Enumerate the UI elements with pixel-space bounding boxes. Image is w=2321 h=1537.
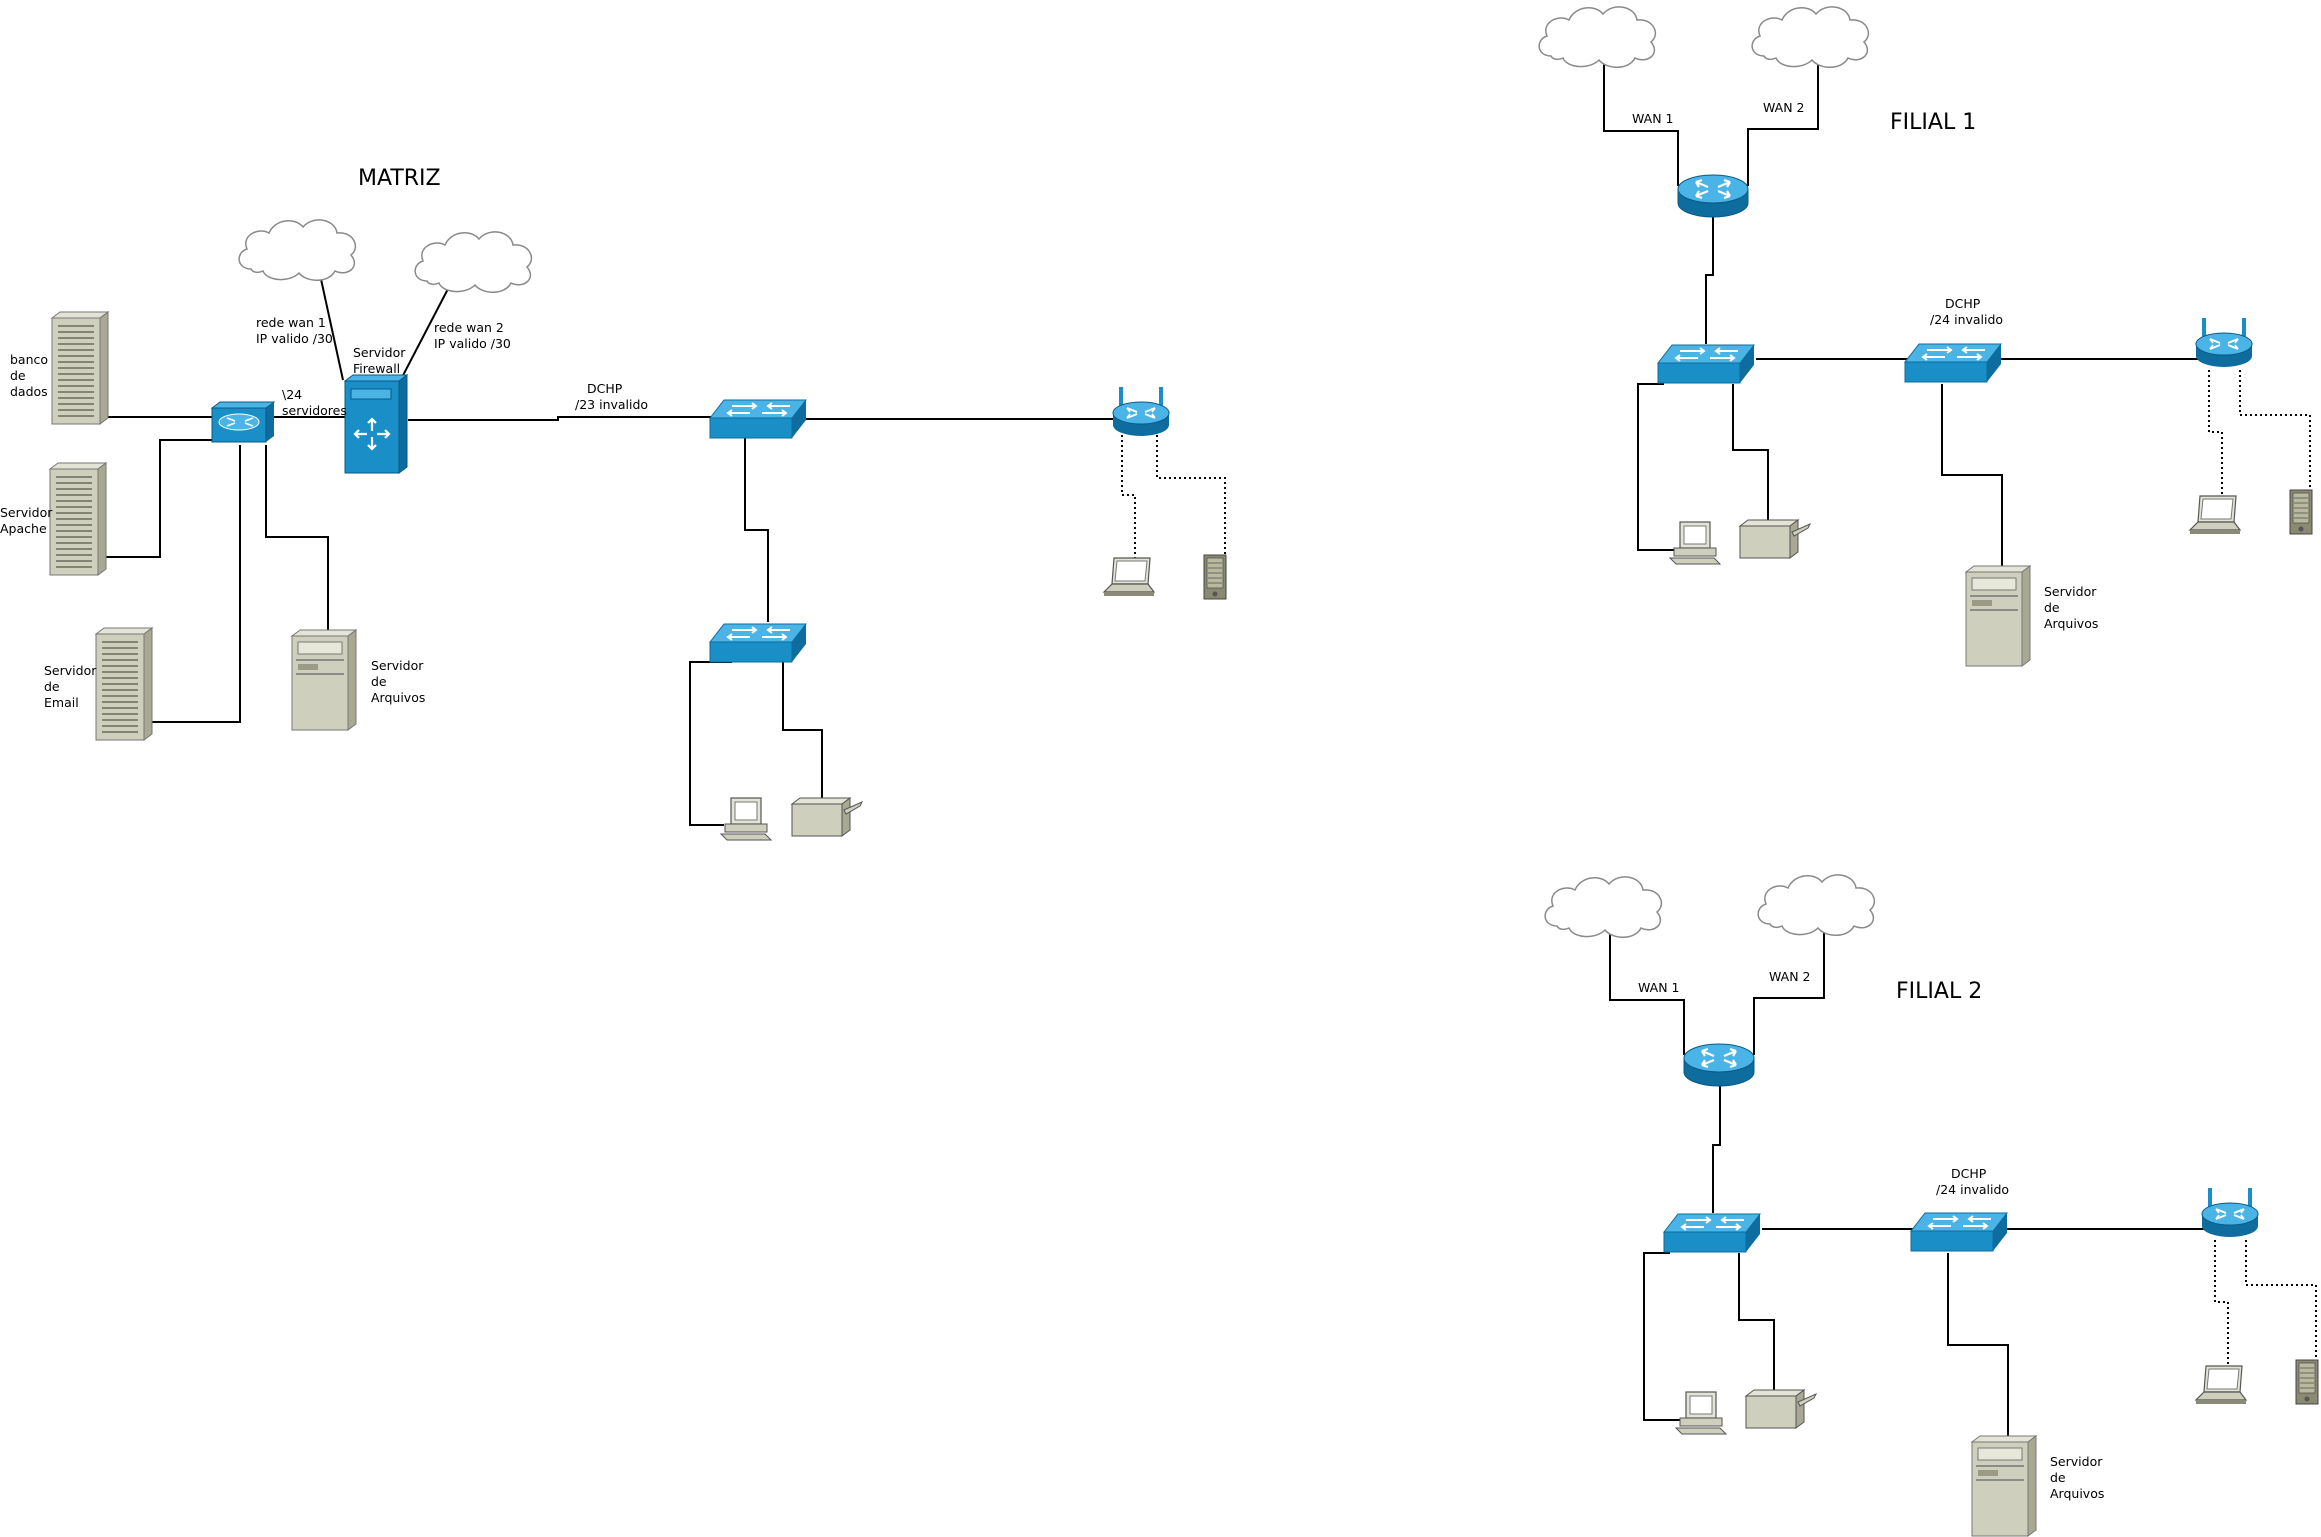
matriz-printer-icon <box>791 797 863 837</box>
filial1-cloud-wan1-icon <box>1538 6 1657 69</box>
filial2-pc-icon <box>1675 1391 1727 1435</box>
filial2-dhcp-label: DCHP /24 invalido <box>1936 1166 2009 1197</box>
filial2-cloud-wan2-icon <box>1757 874 1876 937</box>
matriz-title: MATRIZ <box>358 166 441 191</box>
filial2-pda-icon <box>2295 1359 2319 1405</box>
matriz-file-server-icon <box>291 629 357 731</box>
database-server-label: banco de dados <box>10 352 52 399</box>
filial1-pc-icon <box>1669 521 1721 565</box>
filial2-file-server-label: Servidor de Arquivos <box>2050 1454 2106 1501</box>
database-server-icon <box>51 311 109 425</box>
filial1-switch-a-icon <box>1657 344 1755 384</box>
matriz-switch-secondary-icon <box>709 623 807 663</box>
matriz-site: MATRIZ banco de dados Servidor Apache Se… <box>0 166 1227 841</box>
apache-server-label: Servidor Apache <box>0 505 56 536</box>
filial2-site: FILIAL 2 WAN 1 WAN 2 DCHP /24 invalido S… <box>1544 874 2319 1537</box>
matriz-links <box>105 269 1226 826</box>
filial2-cloud-wan1-icon <box>1544 876 1663 939</box>
filial2-switch-b-icon <box>1910 1212 2008 1252</box>
matriz-wireless-router-icon <box>1112 386 1170 437</box>
filial1-router-icon <box>1676 173 1750 219</box>
filial1-title: FILIAL 1 <box>1890 110 1976 135</box>
filial1-laptop-icon <box>2189 495 2241 535</box>
filial2-switch-a-icon <box>1663 1213 1761 1253</box>
filial1-pda-icon <box>2289 489 2313 535</box>
filial1-file-server-label: Servidor de Arquivos <box>2044 584 2100 631</box>
matriz-switch-main-icon <box>709 399 807 439</box>
matriz-dhcp-label: DCHP /23 invalido <box>575 381 648 412</box>
filial2-router-icon <box>1682 1042 1756 1088</box>
filial1-switch-b-icon <box>1904 343 2002 383</box>
filial2-wireless-router-icon <box>2201 1187 2259 1238</box>
filial1-links <box>1603 62 2311 568</box>
filial2-wan2-label: WAN 2 <box>1769 969 1811 984</box>
server-subnet-label: \24 servidores <box>282 387 347 418</box>
cloud-wan1-icon <box>238 219 357 282</box>
filial2-laptop-icon <box>2195 1365 2247 1405</box>
matriz-pda-icon <box>1203 554 1227 600</box>
filial2-printer-icon <box>1745 1389 1817 1429</box>
filial1-wan1-label: WAN 1 <box>1632 111 1674 126</box>
filial1-wan2-label: WAN 2 <box>1763 100 1805 115</box>
apache-server-icon <box>49 462 107 576</box>
filial2-wan1-label: WAN 1 <box>1638 980 1680 995</box>
matriz-core-router-icon <box>211 401 275 443</box>
filial1-printer-icon <box>1739 519 1811 559</box>
matriz-file-server-label: Servidor de Arquivos <box>371 658 427 705</box>
filial2-file-server-icon <box>1971 1435 2037 1537</box>
firewall-label: Servidor Firewall <box>353 345 409 376</box>
filial2-title: FILIAL 2 <box>1896 979 1982 1004</box>
matriz-pc-icon <box>720 797 772 841</box>
filial1-file-server-icon <box>1965 565 2031 667</box>
wan2-label: rede wan 2 IP valido /30 <box>434 320 511 351</box>
wan1-label: rede wan 1 IP valido /30 <box>256 315 333 346</box>
filial1-site: FILIAL 1 WAN 1 WAN 2 DCHP /24 invalido S… <box>1538 6 2313 667</box>
filial1-wireless-router-icon <box>2195 317 2253 368</box>
filial2-links <box>1609 932 2317 1438</box>
filial1-dhcp-label: DCHP /24 invalido <box>1930 296 2003 327</box>
filial1-cloud-wan2-icon <box>1751 6 1870 69</box>
matriz-laptop-icon <box>1103 557 1155 597</box>
email-server-label: Servidor de Email <box>44 663 100 710</box>
cloud-wan2-icon <box>414 231 533 294</box>
firewall-server-icon <box>343 373 409 475</box>
email-server-icon <box>95 627 153 741</box>
